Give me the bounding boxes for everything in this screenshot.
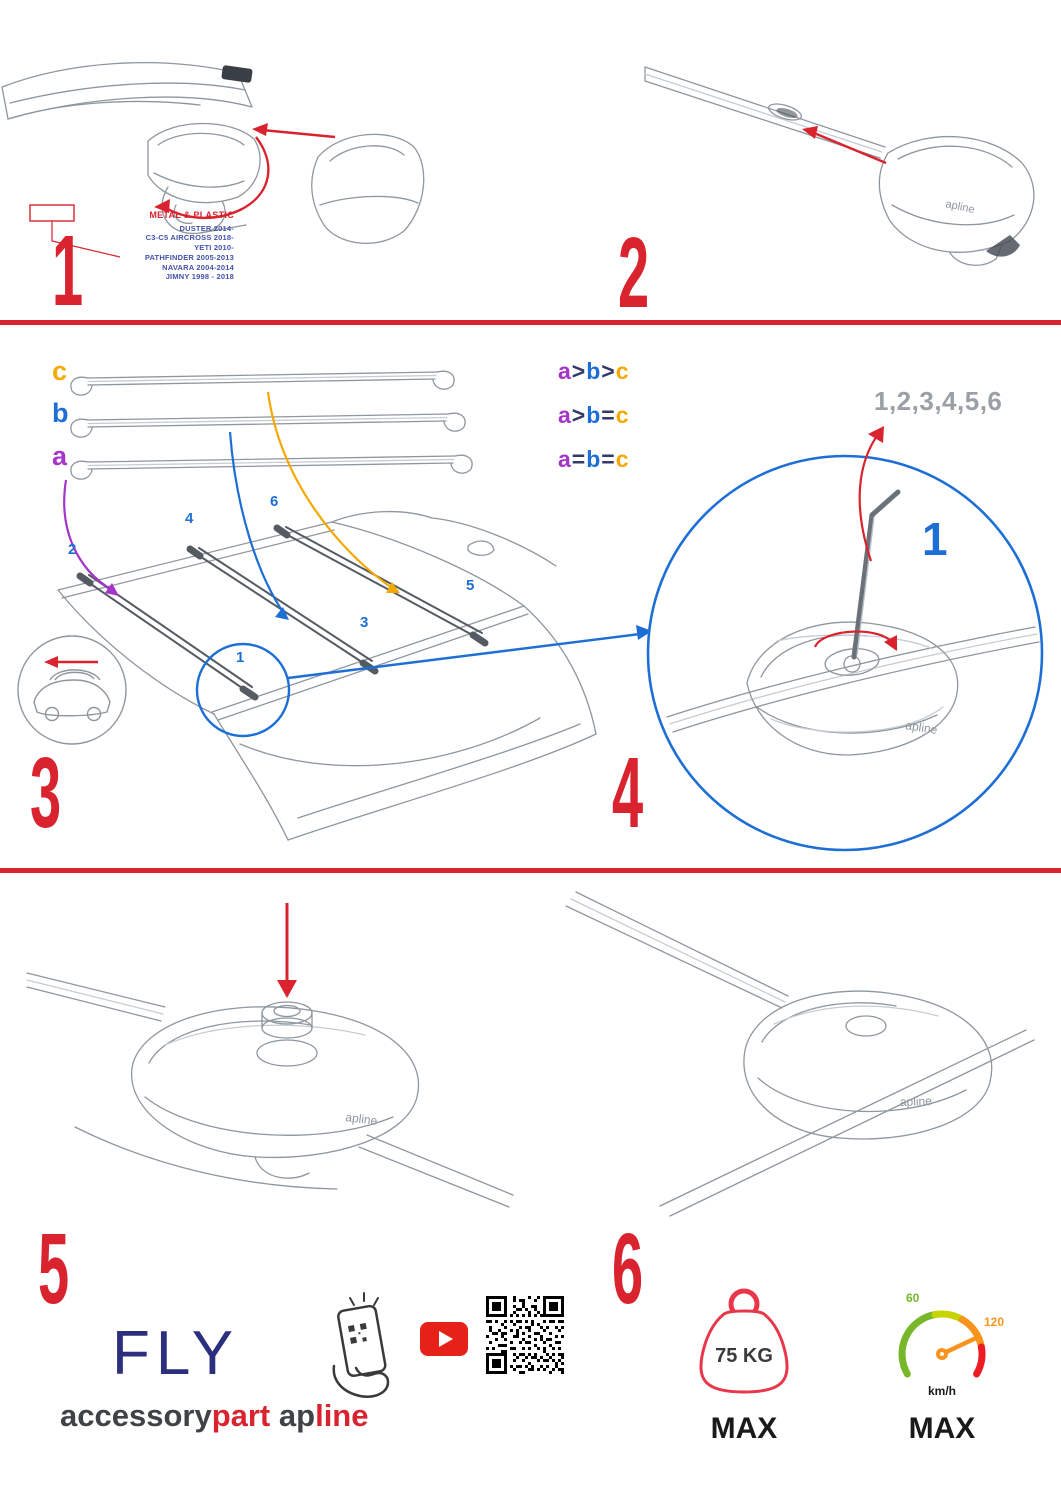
- youtube-icon: [420, 1322, 468, 1356]
- bar-label-c: c: [52, 356, 68, 386]
- step6-illustration: apline: [565, 891, 1035, 1217]
- step6-number: 6: [612, 1213, 643, 1325]
- scan-phone-icon: [332, 1292, 390, 1398]
- arrow-press-cap: [277, 980, 297, 998]
- focus-circle: [195, 642, 291, 738]
- arrow-cover-to-foot: [252, 123, 268, 136]
- material-and-models: METAL & PLASTIC DUSTER 2014- C3-C5 AIRCR…: [104, 210, 234, 282]
- allen-key: [851, 489, 901, 660]
- max-speed-label: MAX: [908, 1412, 976, 1445]
- arrow-car-front: [44, 656, 58, 668]
- leader-bar-a: [63, 479, 113, 591]
- apline-logo-text: apline: [900, 1094, 933, 1109]
- step3-illustration: [17, 370, 652, 841]
- model-item: NAVARA 2004-2014: [162, 262, 234, 272]
- step4-illustration: apline: [646, 426, 1044, 852]
- step3-number: 3: [30, 737, 61, 849]
- max-weight-icon: [699, 1288, 789, 1394]
- section-divider: [0, 320, 1061, 325]
- position-2: 2: [68, 541, 77, 558]
- step1-number: 1: [52, 215, 83, 327]
- apline-logo-text: apline: [345, 1110, 379, 1128]
- step2-illustration: apline: [644, 66, 1035, 266]
- max-weight-value: 75 KG: [715, 1345, 773, 1367]
- comparison-row: a=b=c: [558, 446, 630, 472]
- brand-wordmark: accessorypart apline: [60, 1398, 369, 1433]
- position-1: 1: [236, 649, 245, 666]
- apline-logo-text: apline: [944, 198, 975, 216]
- section-divider: [0, 868, 1061, 873]
- comparison-row: a>b=c: [558, 402, 630, 428]
- position-4: 4: [185, 510, 194, 527]
- speed-high-label: 120: [984, 1315, 1005, 1329]
- leader-bar-b: [228, 431, 284, 613]
- position-5: 5: [466, 577, 475, 594]
- bar-label-a: a: [52, 441, 68, 471]
- detail-circle: [646, 454, 1044, 852]
- step4-number: 4: [612, 737, 643, 849]
- arrow-to-sequence: [868, 426, 884, 443]
- model-item: YETI 2010-: [194, 243, 234, 253]
- model-item: JIMNY 1998 - 2018: [165, 272, 234, 282]
- arrow-to-detail: [636, 625, 652, 640]
- apline-logo-text: apline: [905, 718, 939, 737]
- step5-number: 5: [38, 1213, 69, 1325]
- max-weight-label: MAX: [710, 1412, 778, 1445]
- model-item: C3-C5 AIRCROSS 2018-: [145, 233, 234, 243]
- position-3: 3: [360, 614, 369, 631]
- comparison-row: a>b>c: [558, 358, 630, 384]
- speed-unit-label: km/h: [927, 1384, 956, 1398]
- step5-illustration: apline: [26, 903, 514, 1208]
- apline-badge: [221, 65, 253, 83]
- arrow-clamp-path: [154, 199, 170, 213]
- step1-illustration: [1, 62, 425, 258]
- arrow-insert-bar: [802, 126, 818, 139]
- bar-label-b: b: [52, 398, 69, 428]
- product-model-name: FLY: [112, 1319, 240, 1388]
- position-6: 6: [270, 493, 279, 510]
- car-direction-inset: [17, 635, 127, 745]
- model-item: PATHFINDER 2005-2013: [144, 252, 234, 262]
- model-item: DUSTER 2014-: [179, 223, 234, 233]
- qr-code: [486, 1296, 564, 1374]
- sequence-first: 1: [922, 513, 948, 565]
- speed-low-label: 60: [906, 1291, 920, 1305]
- material-label: METAL & PLASTIC: [149, 210, 234, 220]
- leader-bar-c: [266, 391, 393, 589]
- arrow-rotate: [884, 635, 897, 651]
- max-speed-gauge-icon: [898, 1310, 986, 1378]
- step2-number: 2: [618, 217, 649, 329]
- end-cap: [986, 235, 1020, 257]
- tightening-sequence: 1,2,3,4,5,6: [874, 386, 1003, 416]
